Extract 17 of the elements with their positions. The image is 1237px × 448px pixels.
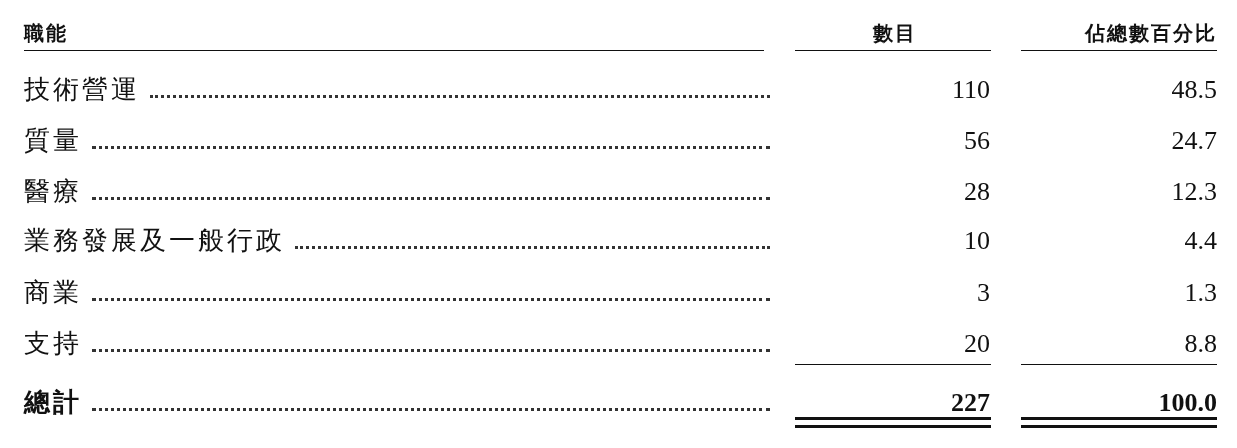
table-value: 10 <box>964 225 990 257</box>
table-value: 12.3 <box>1171 176 1217 208</box>
table-value: 1.3 <box>1184 277 1217 309</box>
table-value: 48.5 <box>1171 74 1217 106</box>
table-value: 4.4 <box>1184 225 1217 257</box>
table-value: 56 <box>964 125 990 157</box>
column-header: 數目 <box>873 21 917 46</box>
table-value: 24.7 <box>1171 125 1217 157</box>
table-value: 3 <box>977 277 990 309</box>
table-value: 227 <box>951 387 990 419</box>
table-value: 110 <box>951 74 990 106</box>
table-value: 20 <box>964 328 990 360</box>
table-value: 28 <box>964 176 990 208</box>
column-header: 職能 <box>24 21 68 46</box>
column-header: 佔總數百分比 <box>1085 21 1217 46</box>
table-value: 8.8 <box>1184 328 1217 360</box>
table-value: 100.0 <box>1158 387 1217 419</box>
